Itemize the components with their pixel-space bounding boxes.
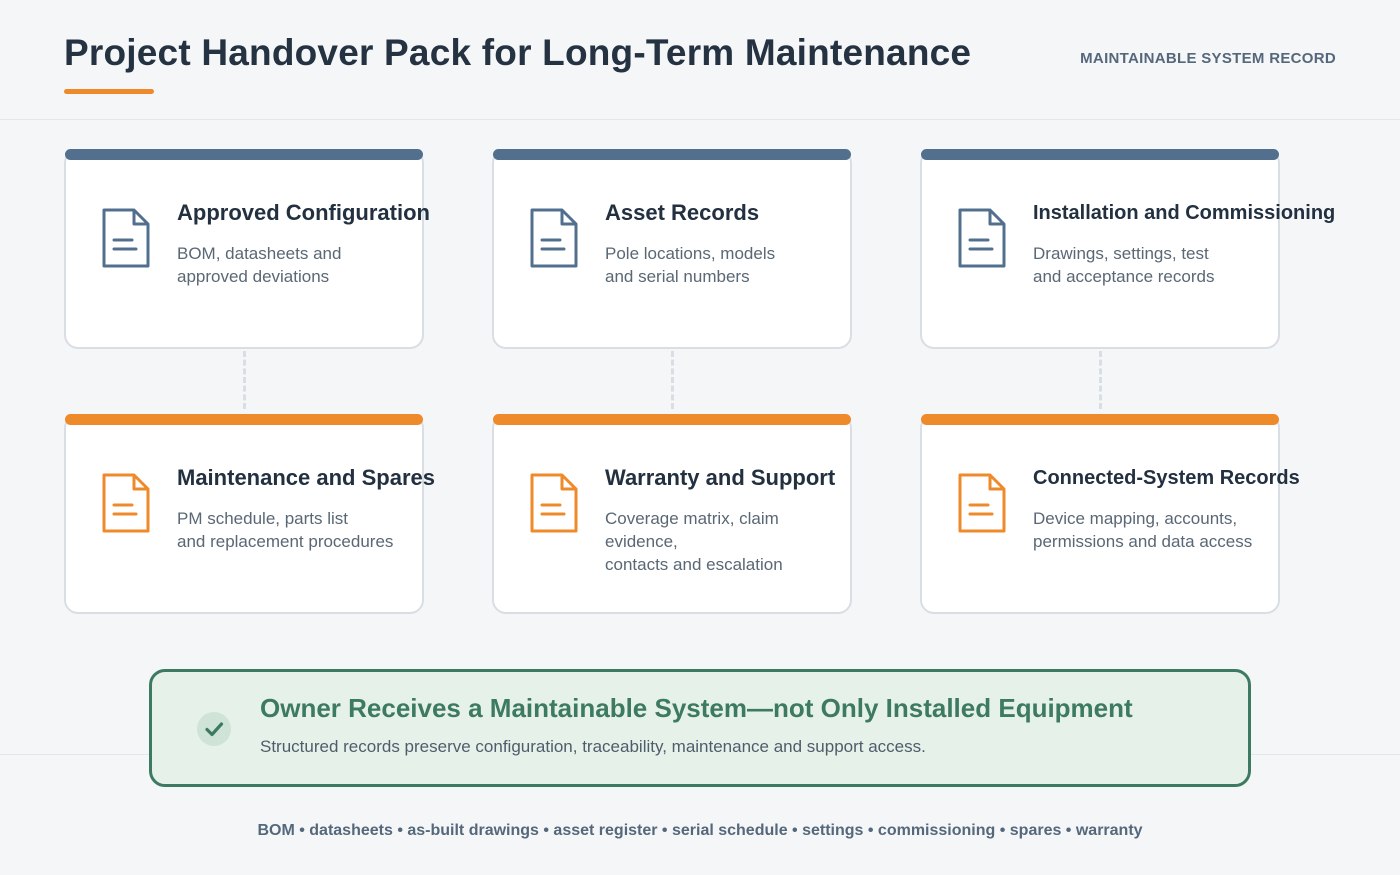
card-description: Pole locations, models and serial number… bbox=[605, 244, 776, 286]
connector-3 bbox=[1099, 351, 1102, 409]
outcome-title: Owner Receives a Maintainable System—not… bbox=[260, 693, 1133, 723]
document-icon bbox=[530, 208, 578, 268]
document-icon bbox=[958, 208, 1006, 268]
page-title: Project Handover Pack for Long-Term Main… bbox=[64, 32, 972, 73]
connector-2 bbox=[671, 351, 674, 409]
document-icon bbox=[958, 473, 1006, 533]
card-title: Installation and Commissioning bbox=[1033, 202, 1336, 224]
header-divider bbox=[0, 119, 1400, 120]
card-connected-system-records: Connected-System Records Device mapping,… bbox=[920, 414, 1300, 614]
card-accent-bar bbox=[493, 149, 851, 160]
card-title: Connected-System Records bbox=[1033, 467, 1300, 489]
card-title: Warranty and Support bbox=[605, 465, 836, 490]
card-description: Coverage matrix, claim evidence, contact… bbox=[605, 509, 783, 574]
card-accent-bar bbox=[921, 149, 1279, 160]
outcome-description: Structured records preserve configuratio… bbox=[260, 737, 926, 756]
card-description: Drawings, settings, test and acceptance … bbox=[1033, 244, 1215, 286]
card-description: Device mapping, accounts, permissions an… bbox=[1033, 509, 1253, 551]
document-icon bbox=[102, 473, 150, 533]
card-installation-commissioning: Installation and Commissioning Drawings,… bbox=[920, 149, 1335, 349]
card-asset-records: Asset Records Pole locations, models and… bbox=[492, 149, 852, 349]
card-description: PM schedule, parts list and replacement … bbox=[177, 509, 394, 551]
card-accent-bar bbox=[921, 414, 1279, 425]
card-maintenance-spares: Maintenance and Spares PM schedule, part… bbox=[64, 414, 435, 614]
card-accent-bar bbox=[65, 149, 423, 160]
title-underline bbox=[64, 89, 154, 94]
document-icon bbox=[102, 208, 150, 268]
card-accent-bar bbox=[65, 414, 423, 425]
card-title: Asset Records bbox=[605, 200, 760, 225]
document-icon bbox=[530, 473, 578, 533]
check-icon bbox=[197, 712, 231, 746]
card-accent-bar bbox=[493, 414, 851, 425]
card-title: Maintenance and Spares bbox=[177, 465, 435, 490]
card-description: BOM, datasheets and approved deviations bbox=[177, 244, 342, 286]
footer-keywords: BOM • datasheets • as-built drawings • a… bbox=[257, 822, 1143, 839]
card-warranty-support: Warranty and Support Coverage matrix, cl… bbox=[492, 414, 852, 614]
card-approved-configuration: Approved Configuration BOM, datasheets a… bbox=[64, 149, 430, 349]
outcome-box: Owner Receives a Maintainable System—not… bbox=[149, 669, 1251, 787]
connector-1 bbox=[243, 351, 246, 409]
header-tag: MAINTAINABLE SYSTEM RECORD bbox=[1080, 50, 1336, 67]
card-title: Approved Configuration bbox=[177, 200, 430, 225]
